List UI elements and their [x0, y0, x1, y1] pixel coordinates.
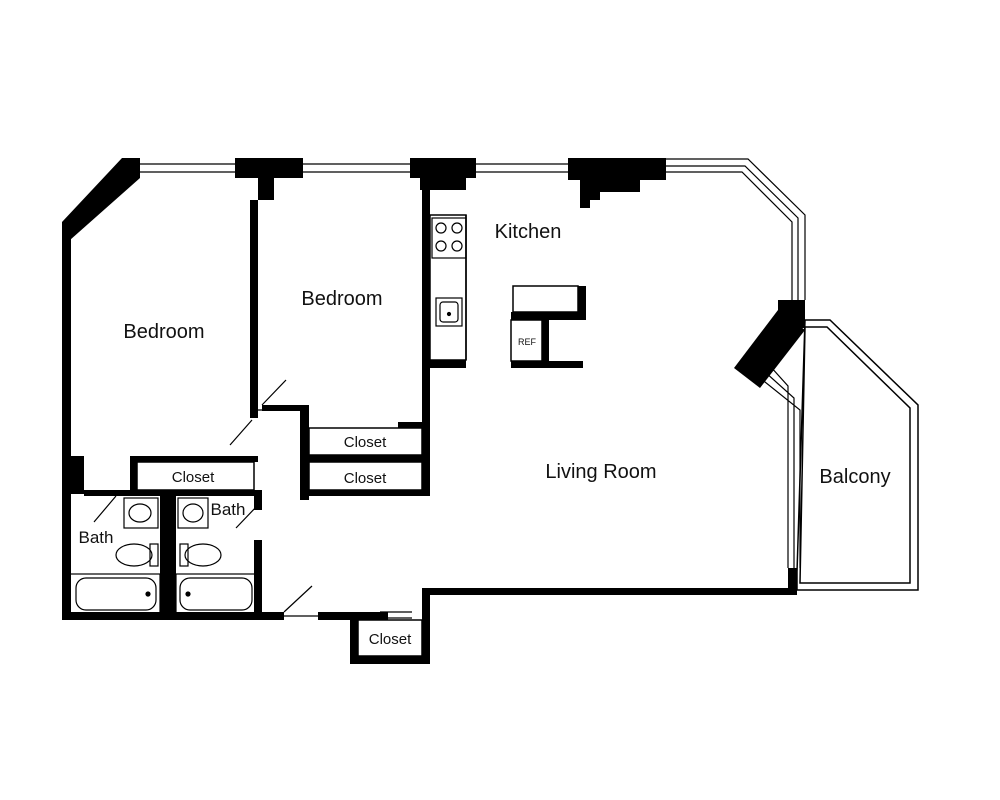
window-top-1	[140, 163, 235, 173]
wall-left-closet-top	[130, 456, 258, 462]
wall-left-closet-left	[130, 456, 137, 496]
exterior-walls	[62, 158, 805, 664]
island-right-wall	[578, 286, 586, 320]
left-bathtub-icon	[69, 573, 161, 615]
door-left-bedroom	[229, 419, 253, 446]
wall-corner-top-left	[62, 158, 140, 250]
stove-icon	[431, 217, 467, 259]
left-bath-sink-icon	[123, 497, 159, 529]
wall-kitchen-bottom	[430, 360, 466, 368]
island-ref-right	[542, 320, 549, 368]
island-counter	[512, 285, 579, 313]
label-closet-left: Closet	[172, 469, 215, 486]
wall-entry-closet-right	[422, 588, 430, 664]
right-toilet-icon	[179, 543, 222, 567]
door-entry-closet	[380, 611, 412, 619]
pillar-angled	[734, 310, 805, 388]
label-balcony: Balcony	[819, 466, 890, 488]
windows	[140, 158, 806, 568]
label-closet-entry: Closet	[369, 631, 412, 648]
pillar-top-1-stub	[258, 178, 274, 200]
pillar-top-1	[235, 158, 303, 178]
wall-bath-right-lower	[254, 540, 262, 620]
pillar-top-2	[410, 158, 476, 178]
wall-hall-closet-topstub	[398, 422, 422, 428]
label-bath-right: Bath	[211, 500, 246, 519]
right-bathtub-icon	[175, 573, 257, 615]
wall-left-bedroom-pillar	[62, 456, 84, 494]
wall-left-closet-bottom	[84, 490, 262, 496]
wall-entry-closet-left	[350, 612, 358, 664]
right-bath-sink-icon	[177, 497, 209, 529]
wall-bedroom-divider	[250, 200, 258, 418]
wall-hall-closet-mid	[309, 455, 422, 462]
wall-hall-closet-bottom	[309, 490, 422, 496]
wall-bath-right	[254, 496, 262, 510]
window-top-3	[476, 163, 568, 173]
label-bedroom-center: Bedroom	[301, 288, 382, 310]
label-closet-hall-lower: Closet	[344, 470, 387, 487]
door-entry	[283, 585, 318, 617]
balcony-outer	[796, 319, 919, 591]
wall-hall-closet-left	[300, 405, 309, 500]
pillar-top-3	[568, 158, 666, 180]
window-top-right	[666, 158, 806, 300]
label-closet-hall-upper: Closet	[344, 434, 387, 451]
closet-hall-upper-outline	[308, 427, 423, 456]
left-toilet-icon	[115, 543, 159, 567]
door-center-bedroom	[258, 379, 300, 411]
closet-entry-outline	[357, 619, 423, 657]
pillar-top-3-stub	[580, 180, 640, 208]
wall-bottom-right	[422, 588, 797, 595]
wall-entry-closet-bottom	[350, 656, 430, 664]
label-bath-left: Bath	[79, 528, 114, 547]
closet-hall-lower-outline	[308, 461, 423, 491]
closet-left-outline	[136, 461, 255, 491]
wall-hall-closet-top	[262, 405, 308, 411]
window-top-2	[303, 163, 410, 173]
ref-outline	[510, 319, 543, 362]
island-shelf	[511, 312, 586, 320]
wall-left	[62, 222, 71, 620]
label-refrigerator: REF	[518, 337, 537, 347]
pillar-top-2-stub	[420, 178, 466, 190]
wall-bath-divider	[160, 496, 176, 620]
door-left-bath	[84, 491, 120, 523]
window-right-lower	[759, 365, 801, 568]
label-kitchen: Kitchen	[495, 221, 562, 243]
kitchen-sink-icon	[435, 297, 463, 327]
balcony-inner	[799, 326, 911, 584]
wall-kitchen-left	[422, 178, 430, 496]
wall-right-bottom-stub	[788, 568, 797, 595]
kitchen-counter	[429, 214, 467, 361]
door-right-bath	[235, 504, 259, 529]
label-bedroom-left: Bedroom	[123, 321, 204, 343]
label-living-room: Living Room	[545, 461, 656, 483]
interior-walls	[62, 178, 586, 620]
island-bottom	[511, 361, 583, 368]
doors	[84, 379, 412, 619]
balcony-railing	[796, 319, 919, 591]
